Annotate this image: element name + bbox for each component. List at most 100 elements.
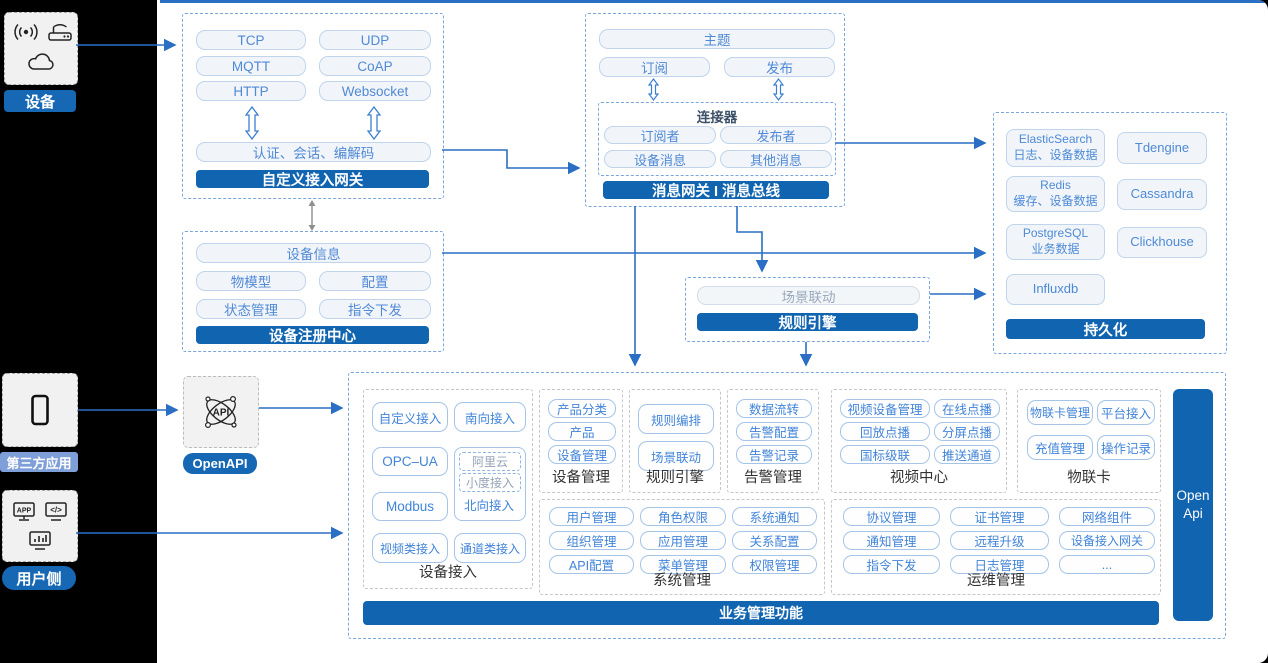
section-iot-card: 物联卡管理 平台接入 充值管理 操作记录 物联卡	[1017, 389, 1161, 493]
topic-pill: 主题	[599, 29, 835, 49]
custom-gateway-title: 自定义接入网关	[196, 170, 429, 189]
api-network-icon: API	[199, 391, 243, 433]
protocol-websocket: Websocket	[319, 81, 431, 101]
persistence-box: ElasticSearch 日志、设备数据 Tdengine Redis 缓存、…	[993, 112, 1227, 354]
platform-access-pill: 平台接入	[1097, 400, 1155, 425]
alarm-mgmt-label: 告警管理	[744, 470, 802, 486]
alarm-config-pill: 告警配置	[736, 422, 812, 441]
cert-mgmt-pill: 证书管理	[950, 507, 1049, 526]
double-arrow-icon	[245, 106, 259, 140]
device-label: 设备	[4, 90, 76, 112]
store-postgresql: PostgreSQL 业务数据	[1006, 224, 1105, 260]
iot-card-mgmt-pill: 物联卡管理	[1027, 400, 1093, 425]
notice-mgmt-pill: 通知管理	[843, 531, 940, 550]
openapi-label: OpenAPI	[183, 453, 257, 474]
phone-icon	[30, 394, 50, 426]
protocol-udp: UDP	[319, 30, 431, 50]
store-redis: Redis 缓存、设备数据	[1006, 176, 1105, 212]
online-play-pill: 在线点播	[934, 399, 1000, 418]
section-video-center: 视频设备管理 在线点播 回放点播 分屏点播 国标级联 推送通道 视频中心	[831, 389, 1007, 493]
push-channel-pill: 推送通道	[934, 445, 1000, 464]
message-bus-title: 消息网关 I 消息总线	[603, 181, 829, 200]
store-influxdb: Influxdb	[1006, 274, 1105, 305]
video-center-label: 视频中心	[890, 470, 948, 486]
app-monitor-icon: APP	[11, 500, 37, 524]
device-gateway-pill: 设备接入网关	[1059, 531, 1155, 550]
iot-card-label: 物联卡	[1067, 470, 1111, 486]
device-registry-box: 设备信息 物模型 配置 状态管理 指令下发 设备注册中心	[182, 231, 444, 352]
publisher-pill: 发布者	[720, 126, 832, 144]
device-info-pill: 设备信息	[196, 243, 431, 263]
double-arrow-icon	[648, 78, 659, 101]
device-mgmt-pill: 设备管理	[548, 445, 616, 464]
status-mgmt-pill: 状态管理	[196, 299, 306, 319]
section-system-mgmt: 用户管理 角色权限 系统通知 组织管理 应用管理 关系配置 API配置 菜单管理…	[539, 499, 825, 595]
svg-text:APP: APP	[17, 508, 32, 515]
config-pill: 配置	[319, 271, 431, 291]
protocol-tcp: TCP	[196, 30, 306, 50]
modbus-pill: Modbus	[372, 492, 448, 521]
protocol-mgmt-pill: 协议管理	[843, 507, 940, 526]
section-device-access: 自定义接入 南向接入 OPC–UA 阿里云 小度接入 北向接入 Modbus 视…	[363, 389, 533, 589]
playback-pill: 回放点播	[840, 422, 930, 441]
xiaodu-access-pill: 小度接入	[459, 473, 521, 492]
user-mgmt-pill: 用户管理	[549, 507, 634, 526]
gb-cascade-pill: 国标级联	[840, 445, 930, 464]
network-comp-pill: 网络组件	[1059, 507, 1155, 526]
system-notice-pill: 系统通知	[732, 507, 817, 526]
connector-title: 连接器	[696, 110, 738, 125]
rule-engine-label: 规则引擎	[646, 470, 704, 486]
publish-pill: 发布	[724, 57, 835, 77]
svg-text:API: API	[213, 408, 230, 419]
store-clickhouse: Clickhouse	[1117, 227, 1207, 258]
device-access-label: 设备接入	[419, 565, 477, 581]
third-party-box	[2, 373, 78, 447]
video-access-pill: 视频类接入	[372, 533, 448, 563]
log-mgmt-pill: 日志管理	[950, 555, 1049, 574]
thing-model-pill: 物模型	[196, 271, 306, 291]
section-device-mgmt: 产品分类 产品 设备管理 设备管理	[539, 389, 623, 493]
rule-arrange-pill: 规则编排	[638, 404, 714, 434]
message-bus-box: 主题 订阅 发布 连接器 订阅者 发布者 设备消息 其他消息 消息网关 I 消息…	[585, 13, 845, 207]
scene-linkage-pill2: 场景联动	[638, 441, 714, 471]
persistence-title: 持久化	[1006, 319, 1205, 339]
cloud-icon	[25, 51, 57, 73]
protocol-coap: CoAP	[319, 56, 431, 76]
other-msg-pill: 其他消息	[720, 150, 832, 168]
command-pill: 指令下发	[319, 299, 431, 319]
custom-gateway-box: TCP UDP MQTT CoAP HTTP Websocket 认证、会话、编…	[182, 13, 444, 199]
session-row: 认证、会话、编解码	[196, 142, 431, 162]
section-ops-mgmt: 协议管理 证书管理 网络组件 通知管理 远程升级 设备接入网关 指令下发 日志管…	[831, 499, 1161, 595]
code-icon: </>	[43, 500, 69, 524]
device-registry-title: 设备注册中心	[196, 326, 429, 345]
connector-box: 连接器 订阅者 发布者 设备消息 其他消息	[598, 102, 836, 176]
store-tdengine: Tdengine	[1117, 132, 1207, 164]
user-side-box: APP </>	[2, 490, 78, 562]
ops-mgmt-label: 运维管理	[967, 573, 1025, 589]
protocol-mqtt: MQTT	[196, 56, 306, 76]
chart-monitor-icon	[27, 529, 53, 553]
split-screen-pill: 分屏点播	[934, 422, 1000, 441]
store-cassandra: Cassandra	[1117, 179, 1207, 210]
menu-mgmt-pill: 菜单管理	[640, 555, 726, 574]
channel-access-pill: 通道类接入	[454, 533, 526, 563]
operation-record-pill: 操作记录	[1097, 435, 1155, 460]
custom-access-pill: 自定义接入	[372, 402, 448, 432]
subscribe-pill: 订阅	[599, 57, 710, 77]
relation-config-pill: 关系配置	[732, 531, 817, 550]
section-rule-engine: 规则编排 场景联动 规则引擎	[629, 389, 721, 493]
business-box: 自定义接入 南向接入 OPC–UA 阿里云 小度接入 北向接入 Modbus 视…	[348, 372, 1226, 639]
signal-icon	[13, 21, 39, 43]
opcua-pill: OPC–UA	[372, 447, 448, 476]
openapi-box: API	[183, 376, 259, 448]
role-auth-pill: 角色权限	[640, 507, 726, 526]
remote-upgrade-pill: 远程升级	[950, 531, 1049, 550]
subscriber-pill: 订阅者	[604, 126, 716, 144]
router-icon	[47, 21, 73, 43]
rule-engine-title: 规则引擎	[697, 313, 918, 332]
perm-mgmt-pill: 权限管理	[732, 555, 817, 574]
open-api-vertical-bar: Open Api	[1173, 389, 1213, 621]
app-mgmt-pill: 应用管理	[640, 531, 726, 550]
system-mgmt-label: 系统管理	[653, 573, 711, 589]
